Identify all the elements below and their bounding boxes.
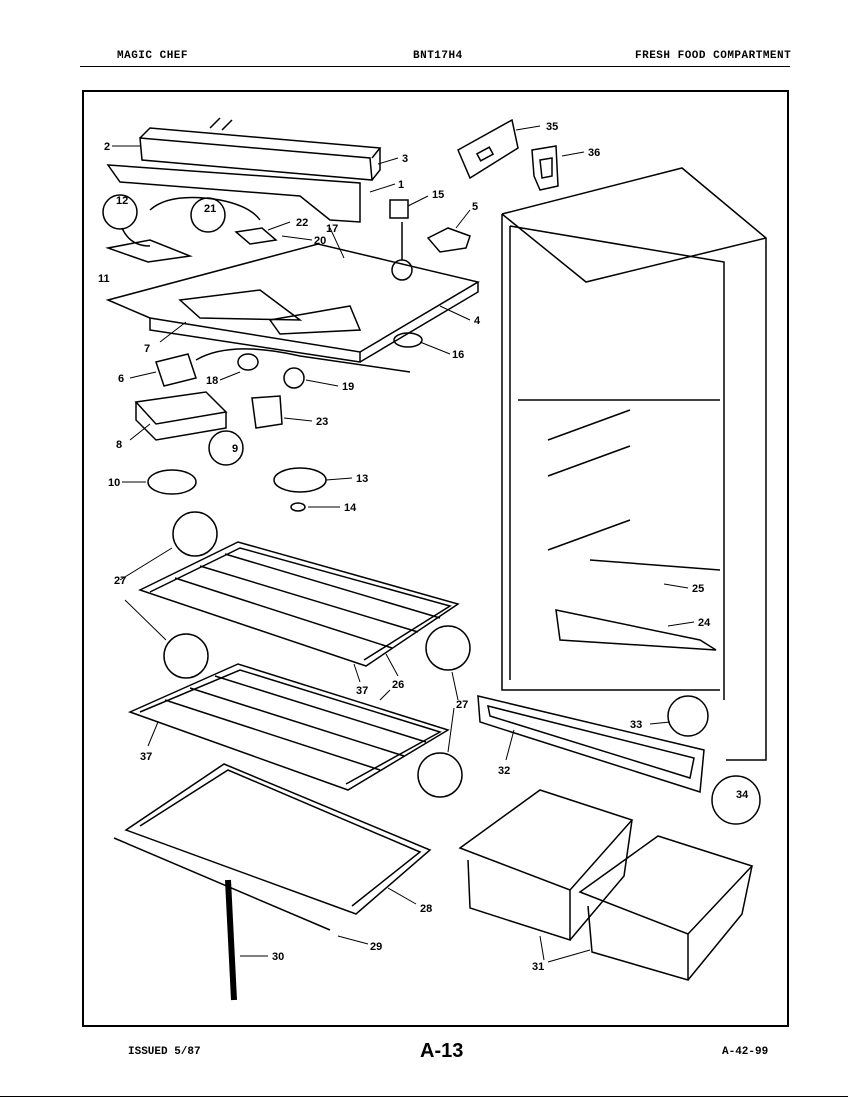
callout-4: 4 (474, 315, 481, 327)
bracket-5-part (426, 227, 471, 253)
callout-31: 31 (532, 961, 544, 973)
diagram-frame (82, 90, 789, 1027)
callout-30: 30 (272, 951, 284, 963)
control-housing-part (106, 117, 382, 223)
crisper-drawers-part (458, 789, 754, 981)
callout-11: 11 (98, 273, 110, 285)
callout-8: 8 (116, 439, 122, 451)
callout-32: 32 (498, 765, 510, 777)
wire-harness-part (102, 194, 278, 263)
callout-12: 12 (116, 195, 128, 207)
disk-16-part (393, 332, 423, 348)
middle-shelf-part (127, 663, 463, 798)
callout-19: 19 (342, 381, 354, 393)
section-title: FRESH FOOD COMPARTMENT (635, 50, 792, 62)
issue-date: ISSUED 5/87 (128, 1046, 201, 1058)
thermostat-part (155, 348, 411, 389)
rod-30-part (225, 879, 237, 1001)
page-number: A-13 (420, 1040, 464, 1062)
bracket-box-part (134, 391, 244, 466)
callout-34: 34 (736, 789, 749, 801)
glass-shelf-part (113, 763, 432, 931)
callout-1: 1 (398, 179, 404, 191)
callout-15: 15 (432, 189, 444, 201)
header-rule (80, 66, 790, 67)
bracket-plate-part (457, 118, 519, 180)
washer-14-part (290, 502, 306, 512)
control-tray-part (105, 222, 480, 363)
callout-26: 26 (392, 679, 404, 691)
callout-18: 18 (206, 375, 218, 387)
relay-23-part (251, 395, 283, 429)
leveler-34-part (711, 775, 761, 825)
callout-6: 6 (118, 373, 124, 385)
brand-name: MAGIC CHEF (117, 50, 189, 62)
callout-35: 35 (546, 121, 558, 133)
callout-37-lower: 37 (140, 751, 152, 763)
callout-29: 29 (370, 941, 382, 953)
callout-22: 22 (296, 217, 308, 229)
callout-28: 28 (420, 903, 432, 915)
model-number: BNT17H4 (413, 50, 463, 62)
switch-block-part (389, 199, 409, 219)
callout-9: 9 (232, 443, 238, 455)
callout-7: 7 (144, 343, 150, 355)
callout-20: 20 (314, 235, 326, 247)
callout-16: 16 (452, 349, 464, 361)
callout-24: 24 (698, 617, 711, 629)
callout-17: 17 (326, 223, 338, 235)
upper-shelf-part (138, 511, 471, 679)
callout-27-upper: 27 (114, 575, 126, 587)
callout-3: 3 (402, 153, 408, 165)
callout-27-right: 27 (456, 699, 468, 711)
callout-10: 10 (108, 477, 120, 489)
callout-2: 2 (104, 141, 110, 153)
callout-13: 13 (356, 473, 368, 485)
callout-labels: 2 3 1 35 36 15 5 12 21 22 20 17 11 4 16 … (98, 121, 749, 973)
callout-36: 36 (588, 147, 600, 159)
roller-33-part (667, 695, 709, 737)
callout-23: 23 (316, 416, 328, 428)
cabinet-part (501, 167, 767, 761)
crisper-cover-part (477, 695, 705, 793)
callout-37-upper: 37 (356, 685, 368, 697)
fan-10-part (147, 469, 197, 495)
document-code: A-42-99 (722, 1046, 769, 1058)
callout-21: 21 (204, 203, 216, 215)
callout-5: 5 (472, 201, 478, 213)
callout-25: 25 (692, 583, 704, 595)
callout-33: 33 (630, 719, 642, 731)
clip-part (531, 145, 559, 191)
bottom-rule (0, 1096, 848, 1097)
callout-14: 14 (344, 502, 357, 514)
callout-leaders (112, 125, 695, 963)
fan-13-part (273, 467, 327, 493)
